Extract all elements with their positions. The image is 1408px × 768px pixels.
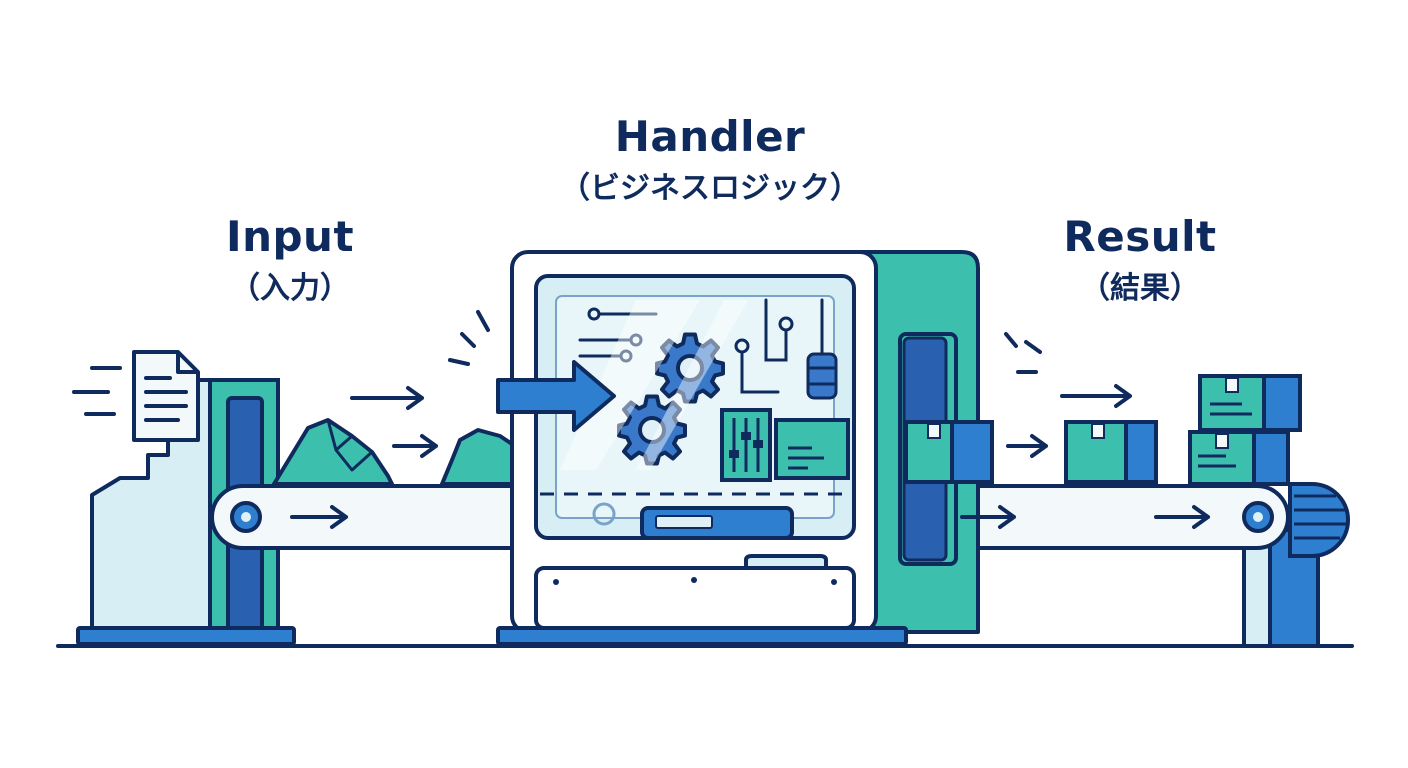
input-title: Input — [225, 212, 355, 261]
arrow-right-icon — [496, 360, 616, 432]
handler-subtitle: （ビジネスロジック） — [560, 171, 860, 206]
slider-icon — [720, 408, 772, 482]
handler-machine — [496, 250, 980, 646]
input-label: Input （入力） — [190, 212, 390, 307]
box-icon — [904, 420, 994, 484]
motion-lines — [448, 310, 1042, 374]
box-icon — [1064, 420, 1158, 484]
end-roller — [1288, 482, 1350, 558]
raw-material — [272, 418, 514, 486]
result-label: Result （結果） — [1040, 212, 1240, 307]
handler-label: Handler （ビジネスロジック） — [500, 112, 920, 207]
flow-arrows — [290, 384, 1210, 529]
handler-title: Handler — [614, 112, 806, 161]
document-icon — [72, 350, 200, 442]
box-icon — [1188, 430, 1290, 486]
result-title: Result — [1063, 212, 1217, 261]
input-subtitle: （入力） — [230, 271, 350, 306]
result-subtitle: （結果） — [1080, 271, 1200, 306]
box-icon — [1198, 374, 1302, 432]
